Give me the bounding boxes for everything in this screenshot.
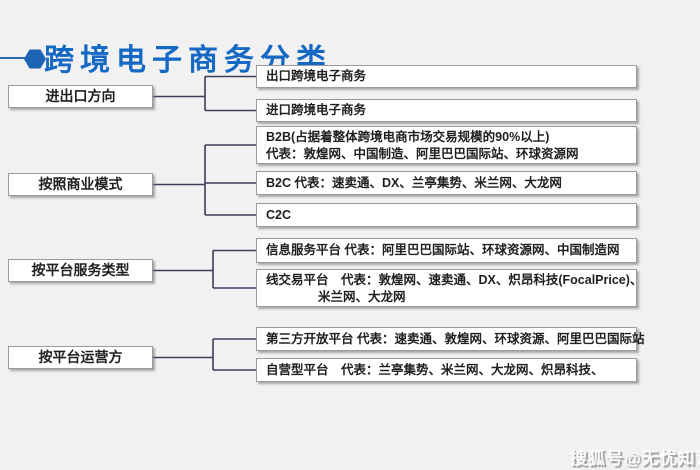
item-text: 第三方开放平台 代表：速卖通、敦煌网、环球资源、阿里巴巴国际站 bbox=[266, 331, 645, 346]
hexagon-bullet-icon bbox=[24, 49, 46, 69]
item-box-export: 出口跨境电子商务 bbox=[256, 65, 637, 88]
item-box-online-trading-platform: 线交易平台 代表：敦煌网、速卖通、DX、炽昂科技(FocalPrice)、 米兰… bbox=[256, 269, 643, 307]
item-text: 信息服务平台 代表：阿里巴巴国际站、环球资源网、中国制造网 bbox=[266, 243, 620, 257]
item-box-third-party-open-platform: 第三方开放平台 代表：速卖通、敦煌网、环球资源、阿里巴巴国际站 bbox=[256, 327, 644, 351]
category-box-platform-service-type: 按平台服务类型 bbox=[8, 259, 153, 282]
category-label: 按照商业模式 bbox=[38, 176, 123, 192]
category-box-direction: 进出口方向 bbox=[8, 85, 153, 108]
category-label: 按平台服务类型 bbox=[31, 262, 130, 278]
item-text: 线交易平台 代表：敦煌网、速卖通、DX、炽昂科技(FocalPrice)、 bbox=[266, 273, 643, 287]
item-text: B2C 代表：速卖通、DX、兰亭集势、米兰网、大龙网 bbox=[266, 175, 562, 190]
item-box-self-operated-platform: 自营型平台 代表：兰亭集势、米兰网、大龙网、炽昂科技、 bbox=[256, 358, 637, 382]
title-accent-line bbox=[0, 57, 26, 59]
item-box-c2c: C2C bbox=[256, 203, 637, 227]
item-text: C2C bbox=[266, 207, 292, 222]
category-label: 按平台运营方 bbox=[38, 349, 123, 365]
item-box-import: 进口跨境电子商务 bbox=[256, 99, 637, 122]
item-box-b2c: B2C 代表：速卖通、DX、兰亭集势、米兰网、大龙网 bbox=[256, 171, 637, 195]
item-box-b2b: B2B(占据着整体跨境电商市场交易规模的90%以上) 代表：敦煌网、中国制造、阿… bbox=[256, 126, 637, 164]
item-text: 米兰网、大龙网 bbox=[318, 290, 406, 304]
category-label: 进出口方向 bbox=[45, 88, 116, 104]
item-text: 进口跨境电子商务 bbox=[266, 103, 367, 117]
item-text: B2B(占据着整体跨境电商市场交易规模的90%以上) bbox=[266, 130, 550, 144]
item-text: 自营型平台 代表：兰亭集势、米兰网、大龙网、炽昂科技、 bbox=[266, 362, 604, 377]
item-box-info-service-platform: 信息服务平台 代表：阿里巴巴国际站、环球资源网、中国制造网 bbox=[256, 238, 637, 263]
category-box-business-model: 按照商业模式 bbox=[8, 173, 153, 196]
item-text: 出口跨境电子商务 bbox=[266, 69, 367, 83]
category-box-platform-operator: 按平台运营方 bbox=[8, 346, 153, 369]
watermark: 搜狐号@无忧知识 bbox=[570, 449, 700, 468]
item-text: 代表：敦煌网、中国制造、阿里巴巴国际站、环球资源网 bbox=[266, 147, 579, 161]
